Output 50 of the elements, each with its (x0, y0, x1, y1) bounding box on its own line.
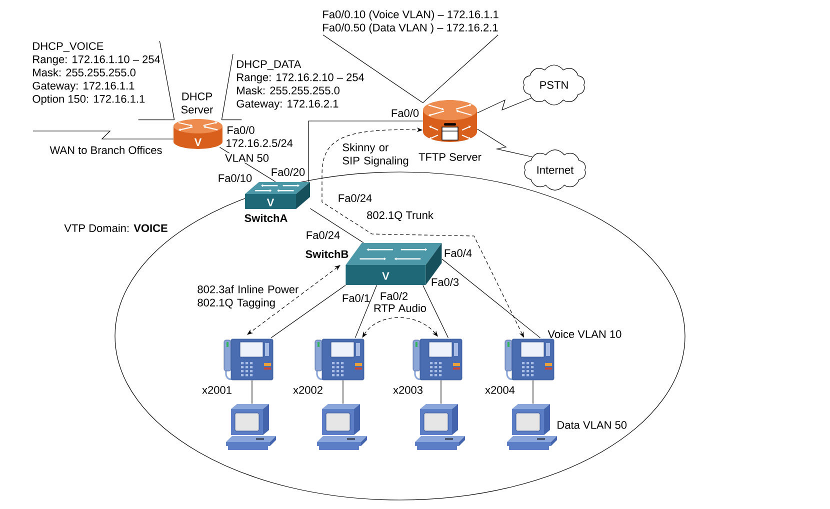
edge-label: Skinny or SIP Signaling (342, 143, 408, 167)
edge-label: WAN to Branch Offices (48, 144, 164, 156)
port-label: Fa0/0 (392, 108, 419, 118)
edge-label: 802.3af Inline Power 802.1Q Tagging (198, 285, 298, 309)
vlan-label: Voice VLAN 10 (548, 330, 622, 338)
network-link (342, 380, 344, 404)
device-label: SwitchA (244, 214, 288, 222)
network-link (422, 284, 448, 338)
computer-icon (415, 404, 465, 450)
device-label: DHCP Server (181, 92, 214, 114)
serial-link (32, 130, 174, 140)
network-link (440, 380, 442, 404)
port-label: Fa0/4 (444, 248, 472, 258)
device-label: TFTP Server (418, 153, 482, 161)
serial-link (476, 128, 533, 158)
computer-icon (226, 404, 276, 450)
network-link (308, 120, 424, 182)
network-link (270, 284, 346, 338)
port-label: Fa0/10 (218, 174, 252, 182)
domain-label: VTP Domain: VOICE (64, 224, 168, 232)
vlan-label: Data VLAN 50 (558, 421, 627, 429)
extension-label: x2001 (202, 386, 232, 394)
signal-arrow (247, 265, 340, 335)
port-label: Fa0/2 (380, 292, 408, 300)
port-label: Fa0/1 (342, 294, 370, 302)
extension-label: x2004 (485, 386, 515, 394)
device-label: SwitchB (306, 250, 348, 258)
callout-text: DHCP_DATA Range: 172.16.2.10 – 254 Mask: 255.255.255.0 Gateway: 172.16.2.1 (236, 60, 364, 110)
port-label: Fa0/0 (228, 126, 254, 134)
computer-icon (317, 404, 367, 450)
edge-label: 802.1Q Trunk (366, 210, 434, 222)
serial-link (476, 98, 532, 114)
edge-label: RTP Audio (372, 302, 428, 314)
leader-line (221, 54, 234, 120)
port-label: Fa0/20 (272, 168, 305, 176)
extension-label: x2002 (293, 386, 322, 394)
network-link (310, 208, 364, 244)
address-label: 172.16.2.5/24 (226, 138, 293, 148)
port-label: Fa0/24 (306, 230, 340, 240)
network-link (442, 258, 540, 338)
edge-label: VLAN 50 (224, 153, 270, 163)
network-link (532, 380, 534, 404)
port-label: Fa0/3 (432, 278, 459, 286)
port-label: Fa0/24 (338, 194, 372, 202)
leader-line (322, 34, 424, 104)
network-link (354, 284, 377, 338)
extension-label: x2003 (393, 386, 422, 394)
leader-line (159, 40, 175, 120)
callout-text: DHCP_VOICE Range: 172.16.1.10 – 254 Mask: 255.255.255.0 Gateway: 172.16.1.1 Option 150: 172.16.1.1 (32, 42, 160, 105)
callout-text: Fa0/0.10 (Voice VLAN) – 172.16.1.1 Fa0/0.50 (Data VLAN ) – 172.16.2.1 (323, 10, 498, 34)
